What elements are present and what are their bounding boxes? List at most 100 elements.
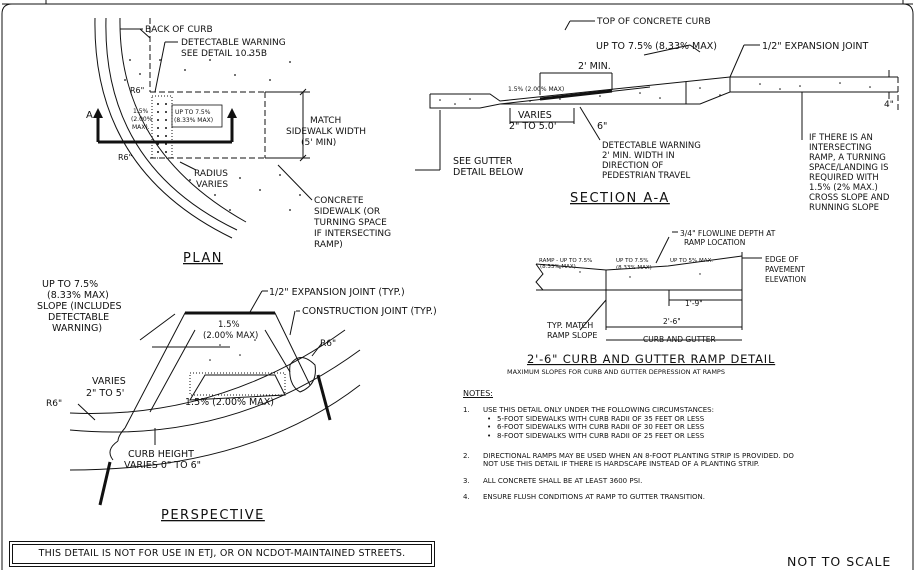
label-persp-bottom-slope: 1.5% (2.00% MAX) <box>185 397 274 408</box>
title-perspective: PERSPECTIVE <box>161 508 265 523</box>
label-persp-curb-1: CURB HEIGHT <box>128 449 194 460</box>
label-typ-match-2: RAMP SLOPE <box>547 331 597 340</box>
note-3-text: ALL CONCRETE SHALL BE AT LEAST 3600 PSI. <box>483 476 643 485</box>
note-2: 2. DIRECTIONAL RAMPS MAY BE USED WHEN AN… <box>463 452 903 469</box>
label-intersect-3: RAMP, A TURNING <box>809 153 886 163</box>
label-mid-slope-2: (8.33% MAX) <box>616 265 652 271</box>
label-r6-bottom: R6" <box>118 153 132 162</box>
label-edge-3: ELEVATION <box>765 275 806 284</box>
label-slope-right-1: UP TO 7.5% <box>175 109 211 116</box>
label-see-gutter-2: DETAIL BELOW <box>453 167 524 178</box>
note-1: 1. USE THIS DETAIL ONLY UNDER THE FOLLOW… <box>463 406 903 440</box>
disclaimer-box: THIS DETAIL IS NOT FOR USE IN ETJ, OR ON… <box>9 541 435 567</box>
label-top-of-curb: TOP OF CONCRETE CURB <box>596 17 711 27</box>
label-right-slope: UP TO 5% MAX. <box>670 258 713 264</box>
title-curb-gutter: 2'-6" CURB AND GUTTER RAMP DETAIL <box>527 352 775 366</box>
label-section-four: 4" <box>884 100 894 110</box>
perspective-view: UP TO 7.5% (8.33% MAX) SLOPE (INCLUDES D… <box>37 279 437 523</box>
label-flowline-1: 3/4" FLOWLINE DEPTH AT <box>680 229 776 238</box>
label-section-detectable-1: DETECTABLE WARNING <box>602 141 701 151</box>
label-ramp-slope-2: (8.33% MAX) <box>540 264 576 270</box>
label-section-detectable-2: 2' MIN. WIDTH IN <box>602 151 675 161</box>
label-persp-top-slope-1: 1.5% <box>218 320 240 330</box>
label-section-detectable-3: DIRECTION OF <box>602 161 663 171</box>
label-intersect-7: CROSS SLOPE AND <box>809 193 890 203</box>
note-4-text: ENSURE FLUSH CONDITIONS AT RAMP TO GUTTE… <box>483 493 706 502</box>
subtitle-curb-gutter: MAXIMUM SLOPES FOR CURB AND GUTTER DEPRE… <box>507 368 725 376</box>
label-section-a-left: A <box>86 110 93 121</box>
note-3: 3. ALL CONCRETE SHALL BE AT LEAST 3600 P… <box>463 477 903 485</box>
label-match-2: SIDEWALK WIDTH <box>286 127 366 137</box>
label-edge-2: PAVEMENT <box>765 265 805 274</box>
notes-block: NOTES: 1. USE THIS DETAIL ONLY UNDER THE… <box>463 389 903 510</box>
label-section-expansion: 1/2" EXPANSION JOINT <box>762 41 869 52</box>
label-slope-left-2: (2.00% <box>131 116 153 123</box>
note-1-bullet: 5-FOOT SIDEWALKS WITH CURB RADII OF 35 F… <box>483 415 903 424</box>
gutter-detail: 3/4" FLOWLINE DEPTH AT RAMP LOCATION RAM… <box>507 229 806 376</box>
label-section-varies-2: 2" TO 5.0' <box>509 121 556 132</box>
label-radius-1: RADIUS <box>194 169 228 179</box>
notes-heading: NOTES: <box>463 389 493 398</box>
label-back-of-curb: BACK OF CURB <box>145 25 213 35</box>
label-flowline-2: RAMP LOCATION <box>684 238 745 247</box>
title-section-a-a: SECTION A-A <box>570 191 670 206</box>
label-section-detectable-4: PEDESTRIAN TRAVEL <box>602 171 690 181</box>
note-2-number: 2. <box>463 452 470 461</box>
note-1-bullet: 8-FOOT SIDEWALKS WITH CURB RADII OF 25 F… <box>483 432 903 441</box>
label-mid-slope-1: UP TO 7.5% <box>616 258 649 264</box>
label-persp-curb-2: VARIES 0" TO 6" <box>124 460 201 471</box>
label-detectable-warning: DETECTABLE WARNING <box>181 38 286 48</box>
label-r6-top: R6" <box>130 86 144 95</box>
label-persp-r6-left: R6" <box>46 399 62 409</box>
label-ramp-slope-1: RAMP - UP TO 7.5% <box>539 258 592 264</box>
perspective-detectable-area <box>189 372 286 396</box>
title-plan: PLAN <box>183 251 223 266</box>
label-persp-up-3: SLOPE (INCLUDES <box>37 301 122 312</box>
label-concrete-5: RAMP) <box>314 240 343 250</box>
label-section-up-to: UP TO 7.5% (8.33% MAX) <box>596 41 717 52</box>
note-2-text-a: DIRECTIONAL RAMPS MAY BE USED WHEN AN 8-… <box>483 452 794 461</box>
note-4: 4. ENSURE FLUSH CONDITIONS AT RAMP TO GU… <box>463 493 903 501</box>
label-edge-1: EDGE OF <box>765 255 799 264</box>
label-persp-r6-right: R6" <box>320 339 336 349</box>
section-a-a: TOP OF CONCRETE CURB UP TO 7.5% (8.33% M… <box>415 17 899 213</box>
label-slope-left-3: MAX). <box>132 124 150 131</box>
label-typ-match-1: TYP. MATCH <box>546 321 593 330</box>
note-1-number: 1. <box>463 406 470 415</box>
label-persp-up-1: UP TO 7.5% <box>42 279 98 290</box>
label-radius-2: VARIES <box>196 180 228 190</box>
label-persp-construction: CONSTRUCTION JOINT (TYP.) <box>302 306 437 317</box>
detectable-warning-area <box>151 95 173 159</box>
label-persp-up-5: WARNING) <box>52 323 102 334</box>
label-dim-1-9: 1'-9" <box>685 299 703 308</box>
label-section-varies-1: VARIES <box>518 110 552 121</box>
note-1-bullet: 6-FOOT SIDEWALKS WITH CURB RADII OF 30 F… <box>483 423 903 432</box>
plan-view: BACK OF CURB DETECTABLE WARNING SEE DETA… <box>86 17 391 266</box>
label-intersect-2: INTERSECTING <box>809 143 872 153</box>
label-intersect-6: 1.5% (2% MAX.) <box>809 183 878 193</box>
label-section-six: 6" <box>597 121 607 132</box>
label-see-gutter-1: SEE GUTTER <box>453 156 513 167</box>
note-2-text-b: NOT USE THIS DETAIL IF THERE IS HARDSCAP… <box>483 460 760 469</box>
label-persp-varies-2: 2" TO 5' <box>86 388 124 399</box>
label-section-small-slope: 1.5% (2.00% MAX) <box>508 86 564 93</box>
label-slope-left-1: 1.5% <box>133 108 149 115</box>
label-match-3: (5' MIN) <box>301 138 336 148</box>
label-persp-varies-1: VARIES <box>92 376 126 387</box>
label-see-detail: SEE DETAIL 10.35B <box>181 49 267 59</box>
note-4-number: 4. <box>463 493 470 502</box>
label-persp-up-2: (8.33% MAX) <box>47 290 109 301</box>
label-concrete-1: CONCRETE <box>314 196 364 206</box>
note-3-number: 3. <box>463 476 470 485</box>
label-intersect-1: IF THERE IS AN <box>809 133 873 143</box>
not-to-scale-label: NOT TO SCALE <box>787 554 892 569</box>
label-persp-top-slope-2: (2.00% MAX) <box>203 331 258 341</box>
label-concrete-3: TURNING SPACE <box>313 218 387 228</box>
label-section-a-right: A <box>228 110 235 121</box>
label-slope-right-2: (8.33% MAX) <box>174 117 213 124</box>
label-two-min: 2' MIN. <box>578 61 611 72</box>
note-1-text: USE THIS DETAIL ONLY UNDER THE FOLLOWING… <box>483 406 714 415</box>
label-persp-up-4: DETECTABLE <box>48 312 109 323</box>
label-dim-2-6: 2'-6" <box>663 317 681 326</box>
